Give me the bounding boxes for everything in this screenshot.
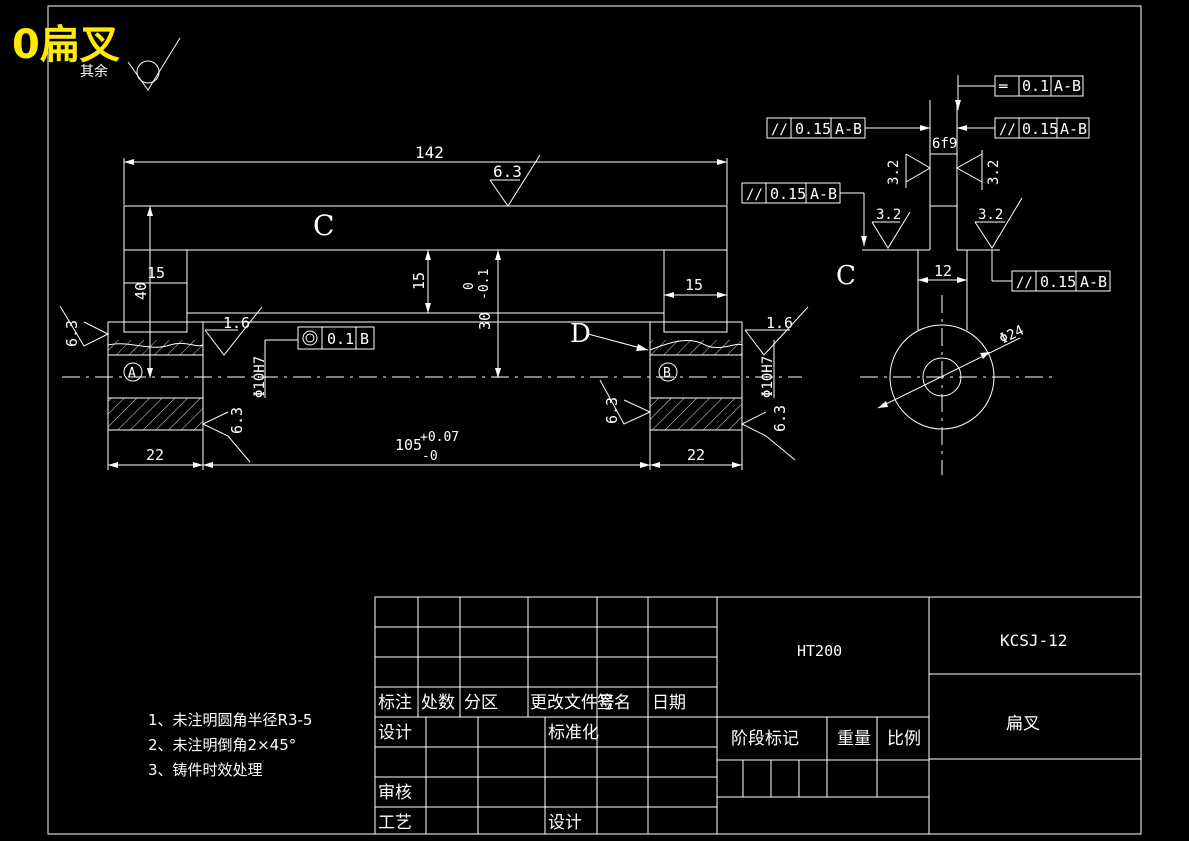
- tb-standardize: 标准化: [548, 723, 599, 743]
- span-nominal-dim: 105: [395, 436, 422, 454]
- roughness-left-outer-63: 6.3: [63, 320, 81, 347]
- datum-a-label: A: [128, 366, 136, 381]
- tb-part-name: 扁叉: [1006, 714, 1040, 734]
- roughness-side-tr: 3.2: [986, 160, 1002, 185]
- tb-material: HT200: [797, 642, 842, 660]
- gtol-sym-datum: A-B: [1054, 77, 1081, 95]
- roughness-side-mr: 3.2: [978, 207, 1003, 223]
- gtol-par-ml-value: 0.15: [770, 185, 806, 203]
- tb-design2: 设计: [548, 813, 582, 833]
- datum-c-label: C: [313, 209, 334, 242]
- technical-notes: 1、未注明圆角半径R3-5 2、未注明倒角2×45° 3、铸件时效处理: [148, 711, 312, 779]
- section-c-label: C: [836, 261, 856, 291]
- tb-scale: 比例: [887, 729, 921, 749]
- end-width-right-dim: 22: [687, 446, 705, 464]
- center-tol-upper: 0: [462, 282, 477, 290]
- note-3: 3、铸件时效处理: [148, 761, 263, 779]
- roughness-right-inner-63: 6.3: [603, 397, 621, 424]
- gtol-par-lr-datum: A-B: [1080, 273, 1107, 291]
- overall-length-dim: 142: [415, 143, 444, 162]
- tb-label-sign: 签名: [597, 693, 631, 713]
- surface-default-symbol-icon: [127, 37, 181, 91]
- mid-height-dim: 15: [410, 272, 428, 290]
- span-tol-upper: +0.07: [420, 430, 459, 445]
- tb-label-count: 处数: [421, 693, 455, 713]
- end-width-left-dim: 22: [146, 446, 164, 464]
- center-nominal-dim: 30: [476, 312, 494, 330]
- surface-default-label: 其余: [80, 63, 108, 80]
- boss-width-left-dim: 15: [147, 264, 165, 282]
- bore-left-label: Φ10H7: [252, 356, 268, 398]
- outer-dia-dim: Φ24: [997, 322, 1027, 347]
- bore-right-label: Φ10H7: [760, 356, 776, 398]
- tb-process: 工艺: [378, 813, 412, 833]
- gtol-par-tl-symbol: //: [771, 122, 788, 138]
- roughness-side-ml: 3.2: [876, 207, 901, 223]
- note-1: 1、未注明圆角半径R3-5: [148, 711, 312, 729]
- roughness-left-inner-63: 6.3: [228, 407, 246, 434]
- gtol-par-ml-datum: A-B: [810, 185, 837, 203]
- gtol-par-tl-datum: A-B: [835, 120, 862, 138]
- gtol-par-tr-datum: A-B: [1060, 120, 1087, 138]
- tb-label-zone: 分区: [464, 693, 498, 713]
- gtol-par-tr-symbol: //: [999, 122, 1016, 138]
- tb-weight: 重量: [837, 729, 871, 749]
- roughness-side-tl: 3.2: [886, 160, 902, 185]
- tb-review: 审核: [378, 783, 412, 803]
- datum-d-label: D: [570, 319, 591, 349]
- datum-b-label: B: [663, 366, 671, 381]
- tb-drawing-no: KCSJ-12: [1000, 631, 1067, 650]
- roughness-right-16: 1.6: [766, 314, 793, 332]
- slot-width-dim: 12: [934, 262, 952, 280]
- front-view: 142 6.3 C A B: [59, 143, 809, 470]
- tb-label-change-doc: 更改文件号: [530, 693, 615, 713]
- gtol-par-lr-symbol: //: [1016, 275, 1033, 291]
- gtol-concentric-value: 0.1: [327, 330, 354, 348]
- boss-height-dim: 40: [132, 282, 150, 300]
- tb-label-mark: 标注: [378, 693, 412, 713]
- side-view: ═ 0.1 A-B // 0.15 A-B // 0.15 A-B 6f9 3.…: [741, 75, 1111, 475]
- gtol-sym-value: 0.1: [1022, 77, 1049, 95]
- gtol-par-tr-value: 0.15: [1022, 120, 1058, 138]
- gtol-par-lr-value: 0.15: [1040, 273, 1076, 291]
- drawing-title: 0扁叉: [12, 22, 120, 68]
- boss-width-right-dim: 15: [685, 276, 703, 294]
- tb-stage-mark: 阶段标记: [731, 729, 799, 749]
- gtol-concentric-datum: B: [360, 330, 369, 348]
- gtol-par-tl-value: 0.15: [795, 120, 831, 138]
- slot-fit-label: 6f9: [932, 136, 957, 152]
- top-roughness-label: 6.3: [493, 162, 522, 181]
- tb-label-date: 日期: [652, 693, 686, 713]
- span-tol-lower: -0: [422, 449, 438, 464]
- title-block: 标注 处数 分区 更改文件号 签名 日期 设计 标准化 审核 工艺 设计 HT2…: [374, 596, 1142, 835]
- tb-design: 设计: [378, 723, 412, 743]
- roughness-left-16: 1.6: [223, 314, 250, 332]
- roughness-right-outer-63: 6.3: [771, 405, 789, 432]
- center-tol-lower: -0.1: [477, 269, 492, 300]
- gtol-par-ml-symbol: //: [746, 187, 763, 203]
- gtol-sym-symbol: ═: [998, 79, 1008, 95]
- note-2: 2、未注明倒角2×45°: [148, 736, 296, 754]
